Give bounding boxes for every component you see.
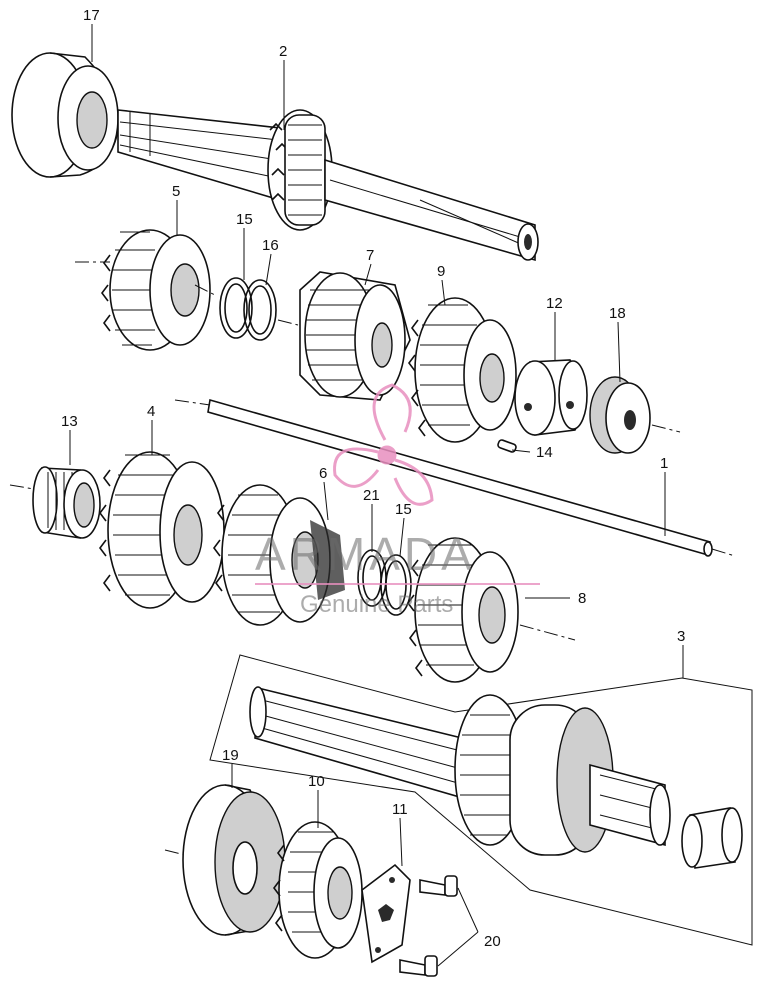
label-part-19: 19 <box>222 747 239 764</box>
label-part-7: 7 <box>366 247 374 264</box>
part-10-sprocket <box>273 821 363 959</box>
part-15-circlip <box>219 277 253 339</box>
part-4-gear <box>99 451 225 609</box>
part-5-gear <box>75 229 216 351</box>
label-part-3: 3 <box>677 628 685 645</box>
part-13-bearing <box>9 466 101 539</box>
part-1-countershaft <box>174 398 736 557</box>
part-7-gear <box>277 271 411 401</box>
label-part-8: 8 <box>578 590 586 607</box>
part-number-labels: 17 2 5 15 16 7 9 12 18 13 4 14 1 6 21 15… <box>61 7 685 950</box>
part-6-gear <box>213 484 345 626</box>
label-part-18: 18 <box>609 305 626 322</box>
label-part-2: 2 <box>279 43 287 60</box>
label-part-1: 1 <box>660 455 668 472</box>
part-3-shaft-assembly <box>209 654 753 946</box>
watermark-logo <box>333 383 434 506</box>
part-19-seal <box>164 784 286 936</box>
part-14-pin <box>497 439 517 453</box>
label-part-13: 13 <box>61 413 78 430</box>
part-11-lock-plate <box>361 863 411 964</box>
label-part-20: 20 <box>484 933 501 950</box>
label-part-15b: 15 <box>395 501 412 518</box>
leader-lines <box>69 24 684 967</box>
label-part-14: 14 <box>536 444 553 461</box>
label-part-21: 21 <box>363 487 380 504</box>
part-17-bearing <box>11 52 120 178</box>
watermark-brand: ARMADA <box>255 528 476 580</box>
label-part-11: 11 <box>392 801 408 818</box>
label-part-6: 6 <box>319 465 327 482</box>
part-20-bolts <box>399 875 458 977</box>
label-part-17: 17 <box>83 7 100 24</box>
part-12-bushing <box>514 359 588 436</box>
label-part-12: 12 <box>546 295 563 312</box>
watermark: ARMADA Genuine Parts <box>255 383 540 618</box>
label-part-4: 4 <box>147 403 155 420</box>
label-part-9: 9 <box>437 263 445 280</box>
part-16-washer <box>243 279 277 341</box>
label-part-5: 5 <box>172 183 180 200</box>
part-8-gear <box>407 537 576 683</box>
label-part-16: 16 <box>262 237 279 254</box>
part-18-washer <box>589 376 681 454</box>
part-2-mainshaft <box>117 109 539 262</box>
label-part-15: 15 <box>236 211 253 228</box>
watermark-tagline: Genuine Parts <box>300 591 453 618</box>
label-part-10: 10 <box>308 773 325 790</box>
part-9-gear <box>408 297 517 443</box>
